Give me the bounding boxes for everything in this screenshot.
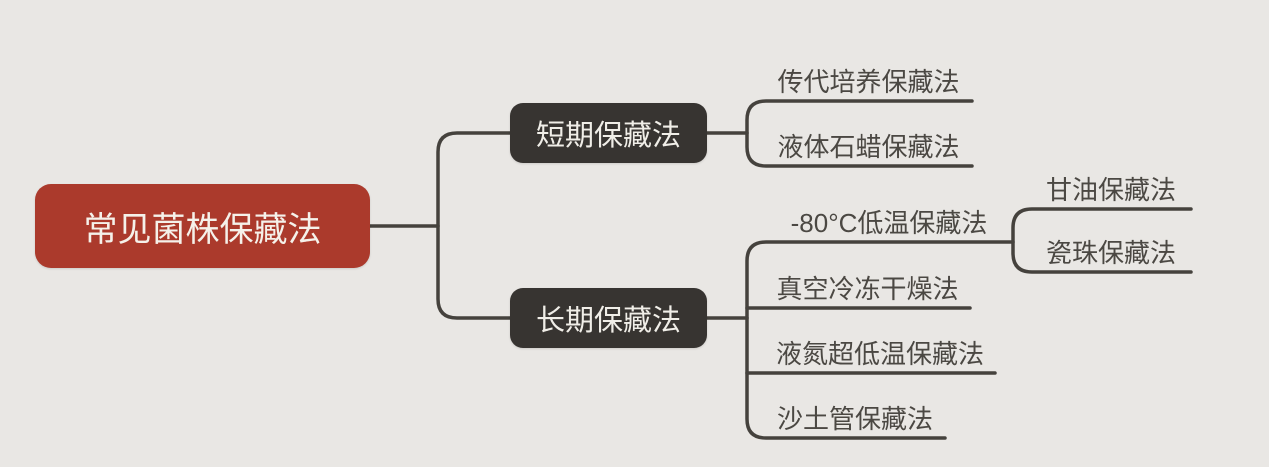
link-short-term-bracket [745,99,974,168]
link-minus80-bracket [1011,207,1193,274]
leaf-topic-liquid-nitrogen[interactable]: 液氮超低温保藏法 [775,339,984,369]
leaf-topic-sand-tube[interactable]: 沙土管保藏法 [776,404,933,434]
leaf-topic-ceramic-bead[interactable]: 瓷珠保藏法 [1045,238,1176,268]
link-long-term-bracket [745,240,1015,440]
link-root-bracket [436,131,512,320]
leaf-topic-minus80-low-temp[interactable]: -80°C低温保藏法 [790,208,988,238]
leaf-topic-subculture[interactable]: 传代培养保藏法 [777,67,960,97]
leaf-topic-liquid-paraffin[interactable]: 液体石蜡保藏法 [777,132,960,162]
branch-topic-long-term[interactable]: 长期保藏法 [510,288,707,348]
root-topic[interactable]: 常见菌株保藏法 [35,184,370,268]
branch-topic-short-term[interactable]: 短期保藏法 [510,103,707,163]
leaf-topic-vacuum-freeze-dry[interactable]: 真空冷冻干燥法 [776,274,959,304]
leaf-topic-glycerol[interactable]: 甘油保藏法 [1045,175,1176,205]
